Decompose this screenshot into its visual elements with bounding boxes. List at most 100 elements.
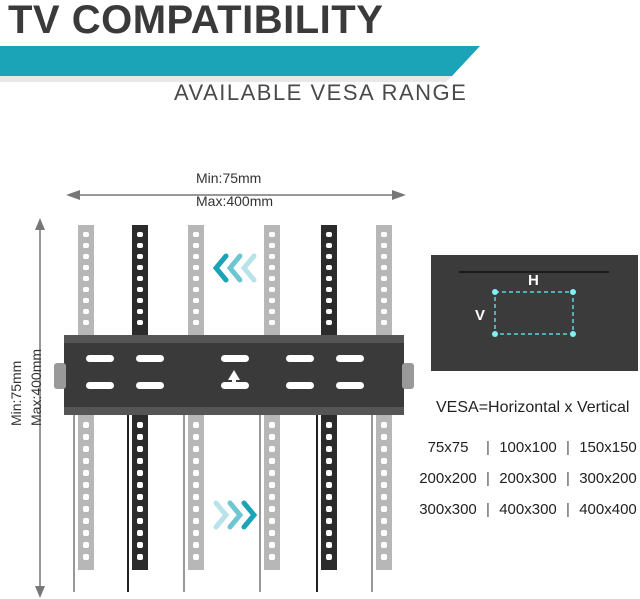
arm-hole	[269, 254, 275, 259]
arm-hole	[381, 254, 387, 259]
arm-hole	[269, 276, 275, 281]
arm-hole	[326, 458, 332, 464]
arm-hole	[83, 470, 89, 476]
right-knob	[402, 363, 414, 389]
arm-hole	[269, 554, 275, 560]
mount-bracket-diagram	[54, 225, 414, 592]
arm-hole	[326, 298, 332, 303]
arm-hole	[381, 320, 387, 325]
arm-hole	[326, 320, 332, 325]
arm-hole	[137, 320, 143, 325]
arm-hole	[269, 422, 275, 428]
arm-hole	[137, 232, 143, 237]
arm-hole	[381, 518, 387, 524]
arm-hole	[326, 309, 332, 314]
arm-hole	[137, 494, 143, 500]
arm-hole	[381, 422, 387, 428]
arm-hole	[269, 320, 275, 325]
arm-hole	[137, 446, 143, 452]
arm-hole	[137, 422, 143, 428]
arm-hole	[193, 320, 199, 325]
arm-hole	[137, 298, 143, 303]
plate-slot	[286, 355, 314, 362]
arm-hole	[193, 506, 199, 512]
size-cell: 150x150	[579, 439, 637, 456]
arm-hole	[381, 265, 387, 270]
arm-hole	[83, 276, 89, 281]
arm-hole	[137, 518, 143, 524]
plate-slot	[86, 382, 114, 389]
arm-hole	[83, 309, 89, 314]
arm-hole	[193, 243, 199, 248]
vertical-dimension-arrow	[35, 218, 45, 598]
arm-hole	[137, 530, 143, 536]
arm-hole	[83, 554, 89, 560]
arm-hole	[193, 554, 199, 560]
arm-hole	[193, 309, 199, 314]
size-cell: 300x300	[419, 501, 477, 518]
tv-v-label: V	[475, 307, 486, 324]
arm-hole	[381, 554, 387, 560]
tv-back-illustration	[431, 255, 638, 371]
size-cell: 200x200	[419, 470, 477, 487]
arm-hole	[381, 287, 387, 292]
page-title: TV COMPATIBILITY	[8, 0, 384, 42]
size-cell: 400x300	[499, 501, 557, 518]
arm-hole	[269, 530, 275, 536]
mount-arm-lower	[264, 415, 280, 570]
arm-hole	[137, 542, 143, 548]
arm-hole	[83, 506, 89, 512]
tv-h-label: H	[528, 272, 539, 289]
arm-hole	[269, 309, 275, 314]
arm-hole	[193, 232, 199, 237]
arm-hole	[326, 494, 332, 500]
arm-hole	[83, 458, 89, 464]
arm-hole	[326, 265, 332, 270]
arm-hole	[83, 518, 89, 524]
horizontal-dimension-arrow	[66, 190, 406, 200]
arm-hole	[193, 287, 199, 292]
arm-hole	[83, 422, 89, 428]
arm-hole	[381, 506, 387, 512]
arm-hole	[326, 518, 332, 524]
arm-hole	[83, 446, 89, 452]
arm-hole	[83, 494, 89, 500]
arm-hole	[193, 458, 199, 464]
arm-hole	[83, 542, 89, 548]
arm-hole	[193, 422, 199, 428]
arm-hole	[326, 542, 332, 548]
size-row: 300x300| 400x300| 400x400	[416, 494, 640, 525]
plate-slot	[336, 355, 364, 362]
arm-hole	[269, 458, 275, 464]
mount-arm-lower	[376, 415, 392, 570]
chevrons-right-icon	[213, 500, 258, 530]
arm-hole	[326, 232, 332, 237]
arm-hole	[326, 554, 332, 560]
arm-hole	[193, 482, 199, 488]
mount-arm-lower	[132, 415, 148, 570]
size-cell: 300x200	[579, 470, 637, 487]
horizontal-max-label: Max:400mm	[196, 193, 274, 209]
plate-slot	[336, 382, 364, 389]
arm-hole	[381, 309, 387, 314]
arm-hole	[193, 276, 199, 281]
vesa-formula: VESA=Horizontal x Vertical	[436, 399, 630, 416]
arm-hole	[83, 254, 89, 259]
arm-hole	[269, 470, 275, 476]
arm-hole	[381, 446, 387, 452]
arm-hole	[137, 276, 143, 281]
plate-slot	[86, 355, 114, 362]
arm-hole	[137, 254, 143, 259]
arm-hole	[137, 506, 143, 512]
horizontal-min-label: Min:75mm	[196, 170, 262, 186]
size-row: 75x75| 100x100| 150x150	[416, 432, 640, 463]
arm-hole	[137, 243, 143, 248]
arm-hole	[193, 518, 199, 524]
arm-hole	[326, 276, 332, 281]
mount-arm-lower	[188, 415, 204, 570]
size-cell: 400x400	[579, 501, 637, 518]
arm-hole	[137, 458, 143, 464]
arm-hole	[269, 243, 275, 248]
arm-hole	[193, 434, 199, 440]
plate-slot	[136, 355, 164, 362]
